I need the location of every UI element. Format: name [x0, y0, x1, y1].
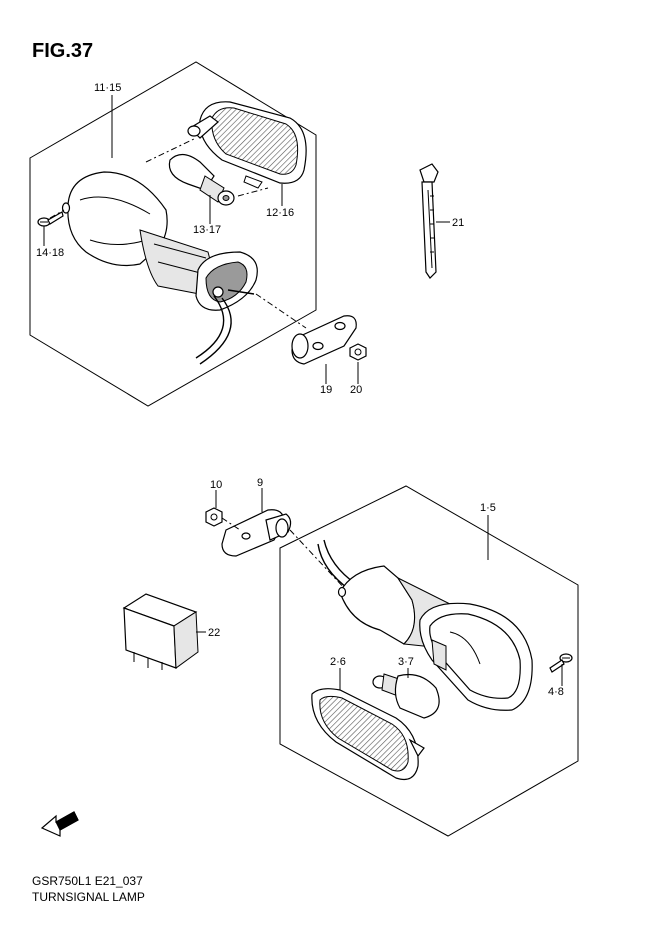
bulb-part-3-7	[372, 673, 440, 719]
gasket-part-9	[221, 509, 292, 557]
lens-part-12-16	[187, 101, 307, 189]
fwd-arrow-icon: FWD	[40, 811, 79, 837]
callout-11-15: 11·15	[94, 82, 121, 94]
callout-14-18: 14·18	[36, 247, 64, 259]
callout-19: 19	[320, 384, 332, 396]
bulb-part-13-17	[168, 153, 235, 206]
callout-21: 21	[452, 217, 464, 229]
callout-10: 10	[210, 479, 222, 491]
callout-13-17: 13·17	[193, 224, 221, 236]
nut-part-10	[205, 507, 223, 527]
nut-part-20	[349, 343, 367, 361]
callout-3-7: 3·7	[398, 656, 414, 668]
relay-part-22: 22	[122, 593, 220, 670]
cable-tie-part-21: 21	[419, 163, 464, 279]
figure-caption: TURNSIGNAL LAMP	[32, 890, 145, 904]
screw-part-14-18	[37, 211, 64, 227]
callout-22: 22	[208, 627, 220, 639]
callout-1-5: 1·5	[480, 502, 496, 514]
housing-part-1-5	[317, 539, 533, 711]
housing-part-11-15	[61, 171, 258, 365]
figure-title: FIG.37	[32, 40, 93, 62]
lens-part-2-6	[311, 688, 425, 781]
rear-turnsignal-assembly: 10 9 1·5	[205, 477, 579, 837]
callout-2-6: 2·6	[330, 656, 346, 668]
screw-part-4-8	[549, 653, 573, 673]
callout-4-8: 4·8	[548, 686, 564, 698]
gasket-part-19	[291, 315, 357, 365]
assembly-box-bottom	[279, 485, 579, 837]
callout-12-16: 12·16	[266, 207, 294, 219]
callout-9: 9	[257, 477, 263, 489]
callout-20: 20	[350, 384, 362, 396]
front-turnsignal-assembly: 11·15 12·16 13·17 14·18 19 20	[29, 61, 367, 407]
assembly-box-top	[29, 61, 317, 407]
model-code: GSR750L1 E21_037	[32, 874, 143, 888]
